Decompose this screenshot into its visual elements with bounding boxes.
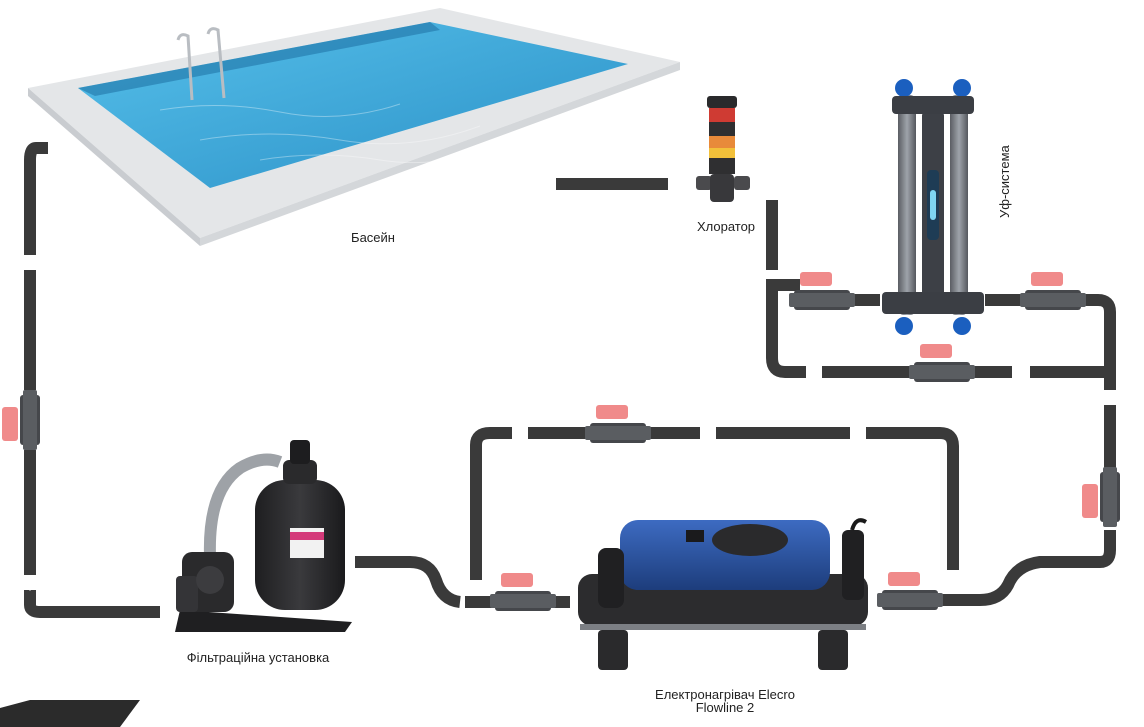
pipe-heater-out: [886, 530, 1116, 606]
flow-arrow-icon: [766, 270, 778, 278]
flow-arrow-icon: [518, 427, 528, 439]
ball-valve-icon: [877, 572, 943, 610]
pump-icon: [176, 552, 234, 612]
pipe-bypass-top3: [866, 427, 959, 570]
heater-label-line1: Електронагрівач Elecro: [655, 687, 795, 702]
flow-arrow-icon: [806, 366, 814, 378]
flow-arrow-icon: [706, 427, 716, 439]
pipe-right-up2: [1075, 294, 1116, 390]
ball-valve-icon: [585, 405, 651, 443]
pipe-bypass-left: [470, 427, 512, 580]
flow-arrow-icon: [540, 176, 556, 192]
pipe-left-bottom: [24, 590, 160, 618]
flow-arrow-icon: [24, 262, 36, 270]
chlorinator-label: Хлоратор: [696, 219, 756, 234]
ball-valve-icon: [909, 344, 975, 382]
pipe-filter-heater: [355, 556, 462, 608]
chlorinator-icon: [696, 96, 750, 202]
pipe-left-top: [24, 142, 48, 255]
ball-valve-icon: [490, 573, 556, 611]
flow-arrows: [24, 176, 1116, 591]
ball-valve-icon: [1082, 467, 1120, 527]
flow-arrow-icon: [24, 583, 36, 591]
pool-icon: [28, 8, 680, 246]
sand-filter-icon: [175, 440, 352, 632]
pipe-uv-bypass-left: [766, 279, 806, 378]
ball-valve-icon: [789, 272, 855, 310]
uv-system-icon: [882, 79, 984, 335]
flow-arrow-icon: [1104, 390, 1116, 398]
filter-unit-label: Фільтраційна установка: [186, 650, 330, 665]
corner-accent: [0, 700, 140, 727]
heater-label-line2: Flowline 2: [695, 700, 755, 715]
flow-arrow-icon: [1012, 366, 1020, 378]
flow-arrow-icon: [856, 427, 866, 439]
heater-label: Електронагрівач Elecro Flowline 2: [655, 688, 795, 714]
electric-heater-icon: [578, 518, 868, 670]
ball-valve-icon: [1020, 272, 1086, 310]
ball-valve-icon: [2, 390, 40, 450]
pool-label: Басейн: [351, 230, 395, 245]
valves: [2, 272, 1120, 611]
uv-system-label: Уф-система: [997, 145, 1012, 218]
